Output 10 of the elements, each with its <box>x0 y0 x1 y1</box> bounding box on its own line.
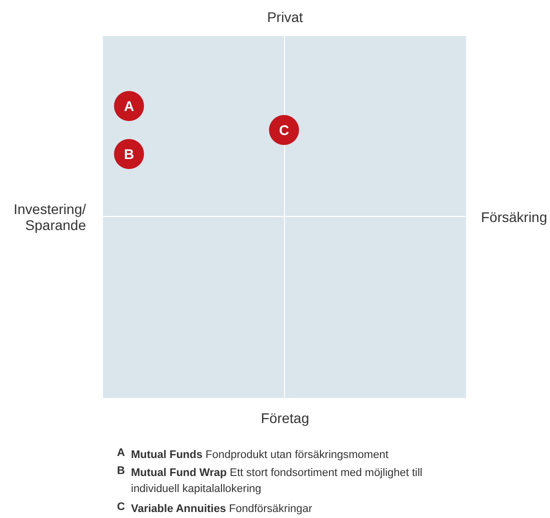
axis-label: Företag <box>260 410 310 426</box>
axis-label: Investering/ Sparande <box>12 201 86 233</box>
axis-label: Privat <box>266 9 304 25</box>
axis-label: Försäkring <box>481 209 548 225</box>
legend-text: Mutual Funds Fondprodukt utan försäkringsmoment <box>131 448 390 463</box>
legend-text: Mutual Fund Wrap Ett stort fondsortiment med möjlighet till individuell kapitalallokering <box>131 466 424 497</box>
legend-letter: B <box>117 465 125 477</box>
legend-text: Variable Annuities Fondförsäkringar <box>131 502 314 517</box>
legend-letter: C <box>117 501 125 513</box>
legend-letter: A <box>117 447 125 459</box>
